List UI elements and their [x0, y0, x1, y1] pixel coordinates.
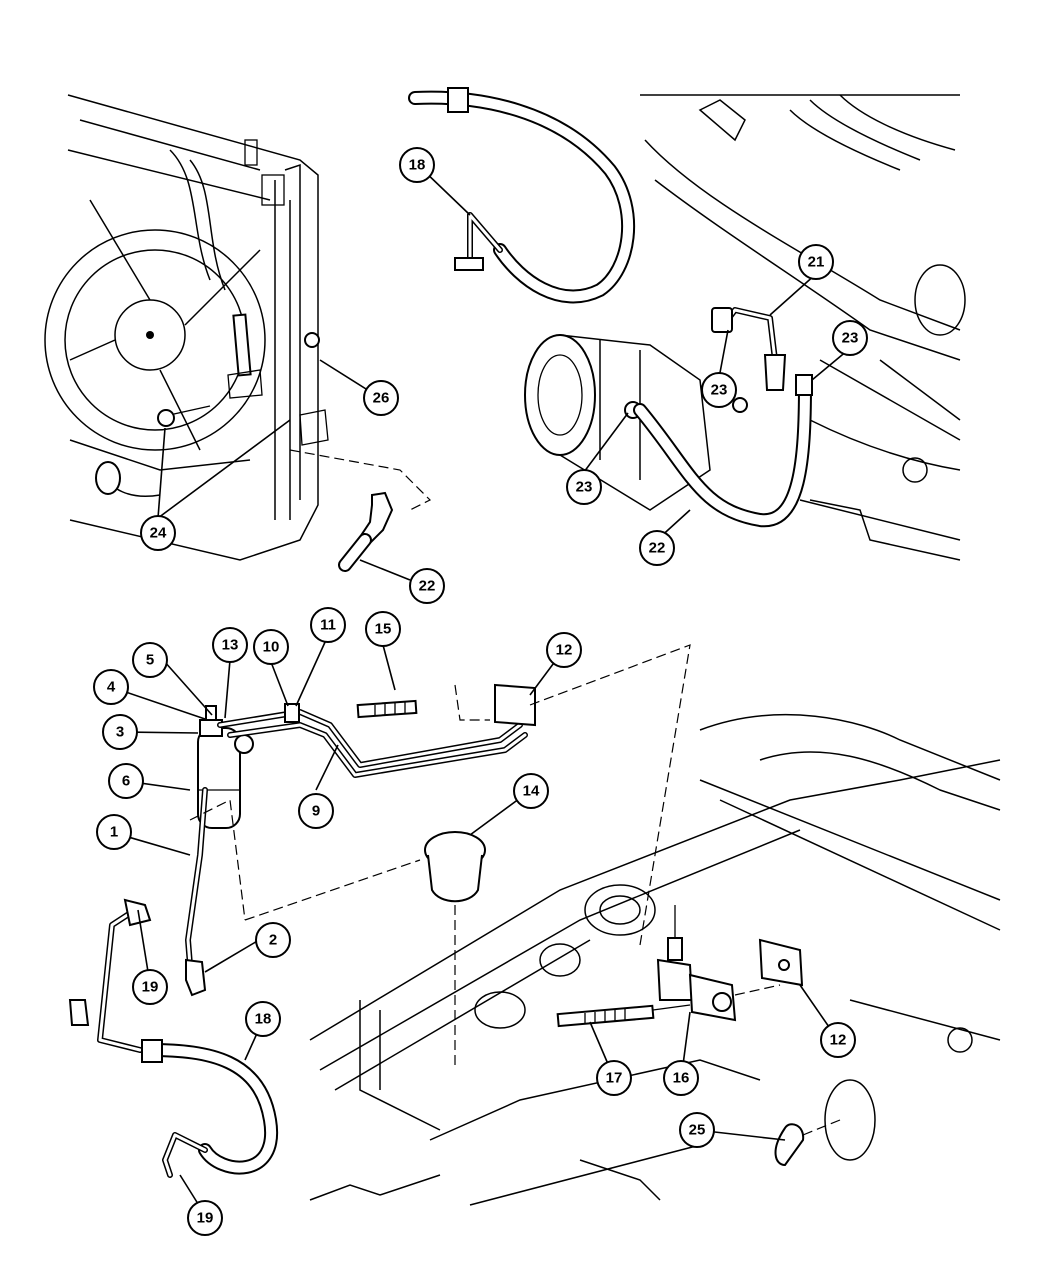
- callout-label: 12: [556, 642, 573, 659]
- callout-12-top: 12: [546, 632, 582, 668]
- discharge-hose-22: [633, 374, 961, 561]
- callout-13: 13: [212, 627, 248, 663]
- plug-25: [774, 1119, 841, 1167]
- callout-label: 23: [842, 330, 859, 347]
- callout-25: 25: [679, 1112, 715, 1148]
- callout-label: 26: [373, 390, 390, 407]
- line-1: [185, 787, 208, 997]
- intake-manifold: [640, 94, 966, 541]
- callout-18-top: 18: [399, 147, 435, 183]
- callout-24: 24: [140, 515, 176, 551]
- condenser-lower-fitting: [289, 449, 432, 572]
- callout-label: 10: [263, 639, 280, 656]
- callout-label: 5: [146, 652, 154, 669]
- callout-label: 25: [689, 1122, 706, 1139]
- suction-hose-18-lower: [68, 898, 279, 1178]
- callout-10: 10: [253, 629, 289, 665]
- callout-label: 15: [375, 621, 392, 638]
- callout-label: 18: [409, 157, 426, 174]
- callout-19-lower: 19: [187, 1200, 223, 1236]
- callout-1: 1: [96, 814, 132, 850]
- callout-12-lower: 12: [820, 1022, 856, 1058]
- callout-label: 23: [711, 382, 728, 399]
- condenser-bracket-bolts: [157, 313, 329, 446]
- callout-19-upper: 19: [132, 969, 168, 1005]
- callout-15: 15: [365, 611, 401, 647]
- radiator-core: [67, 94, 319, 561]
- callout-2: 2: [255, 922, 291, 958]
- callout-label: 9: [312, 803, 320, 820]
- callout-26: 26: [363, 380, 399, 416]
- cooling-fan: [44, 149, 266, 497]
- expansion-valve-16: [656, 905, 781, 1022]
- callout-label: 12: [830, 1032, 847, 1049]
- callout-3: 3: [102, 714, 138, 750]
- radiator-fan-module-view: [44, 94, 432, 572]
- callout-label: 13: [222, 637, 239, 654]
- callout-label: 1: [110, 824, 118, 841]
- callout-label: 21: [808, 254, 825, 271]
- callout-label: 6: [122, 773, 130, 790]
- receiver-drier-assembly: [197, 705, 254, 829]
- suction-hose-upper: [408, 87, 636, 304]
- compressor: [524, 334, 748, 511]
- callout-4: 4: [93, 669, 129, 705]
- bolt-17: [556, 1004, 691, 1028]
- callout-label: 3: [116, 724, 124, 741]
- callout-label: 22: [649, 540, 666, 557]
- grommet-14: [424, 831, 486, 1070]
- callout-label: 24: [150, 525, 167, 542]
- callout-label: 16: [673, 1070, 690, 1087]
- callout-label: 23: [576, 479, 593, 496]
- callout-label: 18: [255, 1011, 272, 1028]
- callout-22-top-right: 22: [639, 530, 675, 566]
- body-structure: [309, 714, 1001, 1206]
- liquid-line-9: [217, 683, 536, 778]
- engine-compressor-view: [408, 87, 966, 561]
- callout-17: 17: [596, 1060, 632, 1096]
- callout-14: 14: [513, 773, 549, 809]
- callout-6: 6: [108, 763, 144, 799]
- bolt-15: [356, 699, 418, 719]
- callout-label: 22: [419, 578, 436, 595]
- callout-label: 11: [320, 617, 336, 634]
- callout-9: 9: [298, 793, 334, 829]
- callout-label: 17: [606, 1070, 623, 1087]
- callout-label: 2: [269, 932, 277, 949]
- callout-23-right: 23: [832, 320, 868, 356]
- callout-18-lower: 18: [245, 1001, 281, 1037]
- callout-label: 4: [107, 679, 116, 696]
- callout-label: 14: [523, 783, 540, 800]
- callout-23-left: 23: [566, 469, 602, 505]
- callout-22-top-left: 22: [409, 568, 445, 604]
- callout-label: 19: [197, 1210, 214, 1227]
- callout-16: 16: [663, 1060, 699, 1096]
- seal-plate-12-lower: [758, 938, 804, 987]
- callout-23-middle: 23: [701, 372, 737, 408]
- callout-21: 21: [798, 244, 834, 280]
- dashed-assembly-paths: [189, 644, 691, 946]
- callout-5: 5: [132, 642, 168, 678]
- discharge-line-fitting: [711, 307, 787, 391]
- callout-label: 19: [142, 979, 159, 996]
- callout-11: 11: [310, 607, 346, 643]
